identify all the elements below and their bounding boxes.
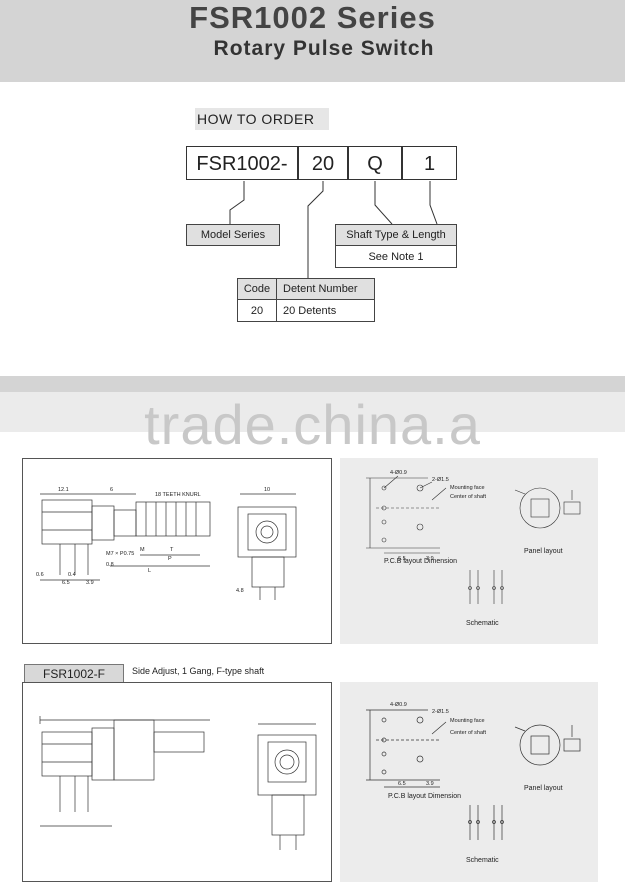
pcb-panel xyxy=(340,458,598,644)
f-hole-note-1: 4-Ø0.9 xyxy=(390,702,407,708)
model-series-label: Model Series xyxy=(186,224,280,246)
table-cell-detent: 20 Detents xyxy=(276,299,375,322)
section-divider xyxy=(0,376,625,392)
hole-note-1: 4-Ø0.9 xyxy=(390,470,407,476)
section-f-description: Side Adjust, 1 Gang, F-type shaft xyxy=(132,666,265,676)
dim-m: M xyxy=(140,547,145,553)
f-schematic-label: Schematic xyxy=(466,857,499,864)
dim-08: 0.8 xyxy=(106,562,114,568)
table-cell-code: 20 xyxy=(237,299,277,322)
dim-10: 10 xyxy=(264,487,270,493)
dim-48: 4.8 xyxy=(236,588,244,594)
drawing-panel-side xyxy=(22,458,332,644)
dim-12-1: 12.1 xyxy=(58,487,69,493)
dim-39: 3.9 xyxy=(86,580,94,586)
pcb-layout-label: P.C.B layout Dimension xyxy=(384,558,457,565)
dim-t: T xyxy=(170,547,174,553)
dim-06: 0.6 xyxy=(36,572,44,578)
f-pcb-layout-label: P.C.B layout Dimension xyxy=(388,793,461,800)
dim-l: L xyxy=(148,568,151,574)
dim-6: 6 xyxy=(110,487,113,493)
table-header-code: Code xyxy=(237,278,277,300)
order-connector-lines xyxy=(229,181,438,278)
center-shaft-note: Center of shaft xyxy=(450,494,487,500)
thread-note: M7 × P0.75 xyxy=(106,551,134,557)
f-hole-note-2: 2-Ø1.5 xyxy=(432,709,449,715)
dim-p: P xyxy=(168,556,172,562)
mounting-face-note: Mounting face xyxy=(450,485,485,491)
pcb-panel-f xyxy=(340,682,598,882)
page-title: FSR1002 Series xyxy=(189,0,436,35)
code-detent: 20 xyxy=(298,146,348,180)
see-note-cell: See Note 1 xyxy=(335,245,457,268)
divider-shadow xyxy=(0,392,625,432)
schematic-label: Schematic xyxy=(466,620,499,627)
dim-65: 6.5 xyxy=(62,580,70,586)
code-series: FSR1002- xyxy=(186,146,298,180)
f-center-shaft-note: Center of shaft xyxy=(450,730,487,736)
header-band: FSR1002 Series Rotary Pulse Switch xyxy=(0,0,625,82)
page-subtitle: Rotary Pulse Switch xyxy=(213,37,435,60)
hole-note-2: 2-Ø1.5 xyxy=(432,477,449,483)
f-pcb-d65: 6.5 xyxy=(398,781,406,787)
f-pcb-d39: 3.9 xyxy=(426,781,434,787)
pcb-d65: 6.5 xyxy=(398,556,406,562)
teeth-note: 18 TEETH KNURL xyxy=(155,492,201,498)
dim-04: 0.4 xyxy=(68,572,76,578)
code-shaft: Q xyxy=(348,146,402,180)
how-to-order-heading: HOW TO ORDER xyxy=(195,108,329,130)
pcb-d39: 3.9 xyxy=(426,556,434,562)
tab-fsr1002-f: FSR1002-F xyxy=(24,664,124,682)
panel-layout-label: Panel layout xyxy=(524,548,563,555)
shaft-type-label: Shaft Type & Length xyxy=(335,224,457,246)
f-panel-layout-label: Panel layout xyxy=(524,785,563,792)
code-length: 1 xyxy=(402,146,457,180)
watermark: trade.china.a xyxy=(144,393,481,456)
f-mounting-face-note: Mounting face xyxy=(450,718,485,724)
